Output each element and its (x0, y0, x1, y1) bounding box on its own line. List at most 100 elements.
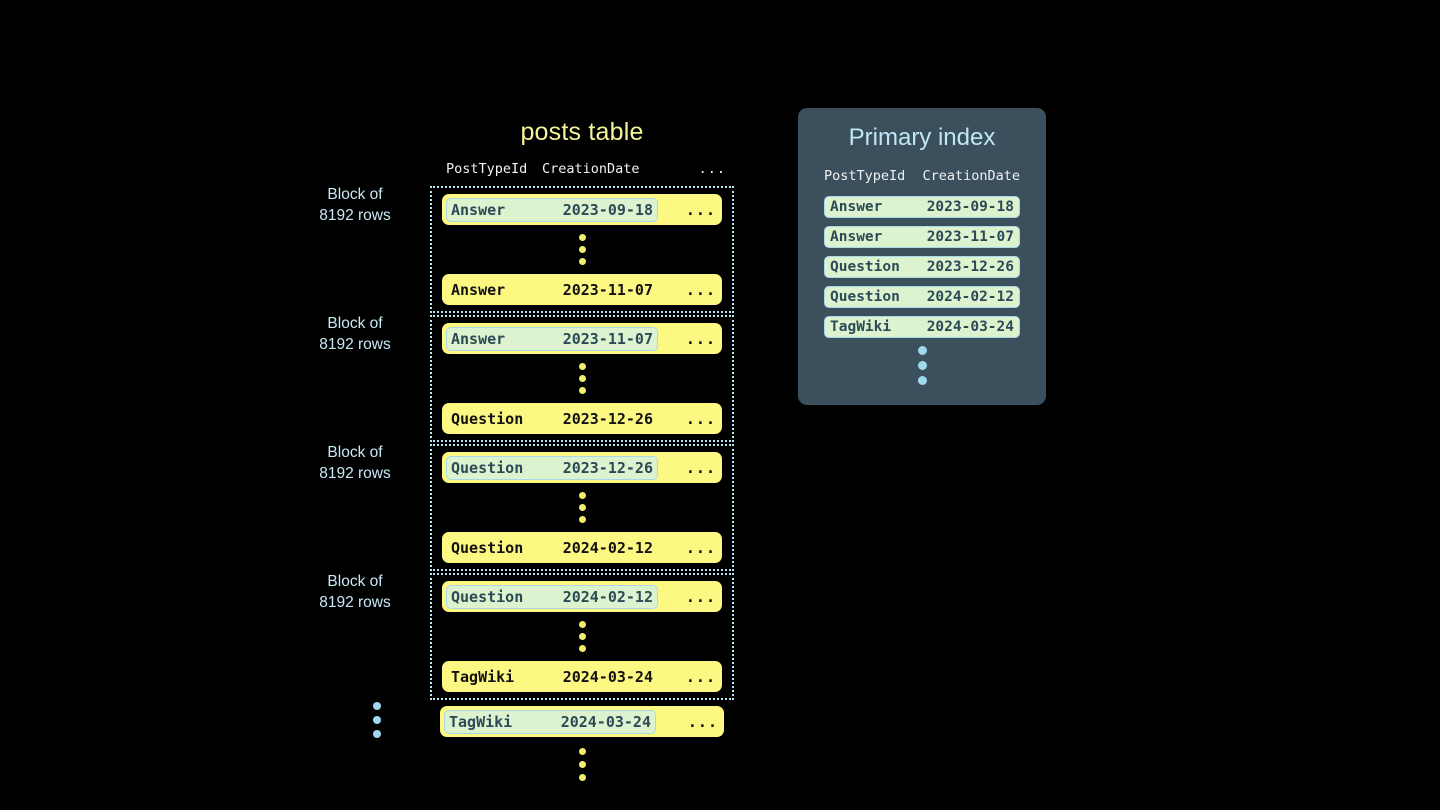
ellipsis-dot (578, 633, 586, 640)
cell-creationdate: 2023-12-26 (562, 458, 653, 477)
ellipsis-dot (578, 774, 586, 781)
index-row: TagWiki 2024-03-24 (824, 316, 1020, 338)
cell-creationdate: 2024-02-12 (562, 587, 653, 606)
column-header-posttypeid: PostTypeId (446, 161, 528, 177)
block-label: Block of 8192 rows (290, 184, 420, 226)
page-title: posts table (520, 118, 644, 146)
posts-table-column-headers: PostTypeId CreationDate ... (430, 161, 734, 177)
index-row: Question 2023-12-26 (824, 256, 1020, 278)
cell-ellipsis: ... (685, 409, 716, 428)
index-cell-posttypeid: Answer (830, 199, 883, 215)
index-cell-posttypeid: Question (830, 259, 900, 275)
cell-posttypeid: Answer (451, 200, 506, 219)
ellipsis-dot (578, 246, 586, 253)
data-block: Question 2024-02-12... TagWiki 2024-03-24..… (430, 573, 734, 700)
row-ellipsis (432, 225, 732, 274)
index-row: Answer 2023-11-07 (824, 226, 1020, 248)
index-column-header-posttypeid: PostTypeId (824, 168, 906, 184)
cell-ellipsis: ... (685, 280, 716, 299)
cell-creationdate: 2023-12-26 (562, 409, 653, 428)
cell-ellipsis: ... (685, 587, 716, 606)
block-label: Block of 8192 rows (290, 442, 420, 484)
index-cell-creationdate: 2023-12-26 (926, 259, 1014, 275)
cell-ellipsis: ... (685, 329, 716, 348)
index-mark-cells: Answer 2023-09-18 (446, 197, 658, 222)
block-label-line2: 8192 rows (319, 206, 391, 224)
row-ellipsis (432, 612, 732, 661)
index-cell-creationdate: 2023-11-07 (926, 229, 1014, 245)
cell-ellipsis: ... (685, 458, 716, 477)
ellipsis-dot (373, 716, 381, 724)
row-ellipsis (432, 354, 732, 403)
row-cells: TagWiki 2024-03-24 (446, 665, 658, 689)
index-column-headers: PostTypeId CreationDate (798, 168, 1046, 184)
ellipsis-dot (917, 346, 927, 355)
index-cell-posttypeid: TagWiki (830, 319, 892, 335)
ellipsis-dot (578, 748, 586, 755)
cell-creationdate: 2024-03-24 (562, 667, 653, 686)
cell-posttypeid: Question (451, 458, 524, 477)
cell-ellipsis: ... (687, 712, 718, 731)
index-column-header-creationdate: CreationDate (922, 168, 1020, 184)
index-mark-cells: Question 2024-02-12 (446, 584, 658, 609)
table-row: TagWiki 2024-03-24... (442, 661, 722, 692)
column-header-ellipsis: ... (698, 161, 726, 177)
ellipsis-dot (578, 492, 586, 499)
block-label-line2: 8192 rows (319, 335, 391, 353)
cell-ellipsis: ... (685, 538, 716, 557)
index-cell-posttypeid: Question (830, 289, 900, 305)
primary-index-panel: Primary index PostTypeId CreationDate An… (798, 108, 1046, 405)
block-label-line1: Block of (327, 443, 383, 461)
ellipsis-dot (578, 375, 586, 382)
cell-ellipsis: ... (685, 200, 716, 219)
cell-creationdate: 2023-09-18 (562, 200, 653, 219)
cell-posttypeid: Question (451, 538, 524, 557)
cell-posttypeid: TagWiki (449, 712, 513, 731)
ellipsis-dot (578, 234, 586, 241)
posts-table: posts table PostTypeId CreationDate ... … (430, 118, 734, 781)
index-row: Question 2024-02-12 (824, 286, 1020, 308)
table-trailing-ellipsis (430, 748, 734, 781)
primary-index-title: Primary index (848, 124, 996, 151)
cell-posttypeid: Answer (451, 329, 506, 348)
table-row: Question 2023-12-26... (442, 452, 722, 483)
table-row: Question 2024-02-12... (442, 581, 722, 612)
ellipsis-dot (578, 504, 586, 511)
block-label-line2: 8192 rows (319, 464, 391, 482)
ellipsis-dot (578, 761, 586, 768)
ellipsis-dot (373, 702, 381, 710)
cell-creationdate: 2023-11-07 (562, 280, 653, 299)
ellipsis-dot (578, 387, 586, 394)
index-cell-posttypeid: Answer (830, 229, 883, 245)
column-header-creationdate: CreationDate (542, 161, 640, 177)
index-cell-creationdate: 2024-02-12 (926, 289, 1014, 305)
ellipsis-dot (917, 376, 927, 385)
cell-posttypeid: TagWiki (451, 667, 515, 686)
ellipsis-dot (578, 258, 586, 265)
block-label-line2: 8192 rows (319, 593, 391, 611)
ellipsis-dot (578, 363, 586, 370)
block-label-line1: Block of (327, 314, 383, 332)
cell-posttypeid: Question (451, 587, 524, 606)
cell-ellipsis: ... (685, 667, 716, 686)
block-label-line1: Block of (327, 185, 383, 203)
index-cell-creationdate: 2024-03-24 (926, 319, 1014, 335)
table-row: Answer 2023-09-18... (442, 194, 722, 225)
